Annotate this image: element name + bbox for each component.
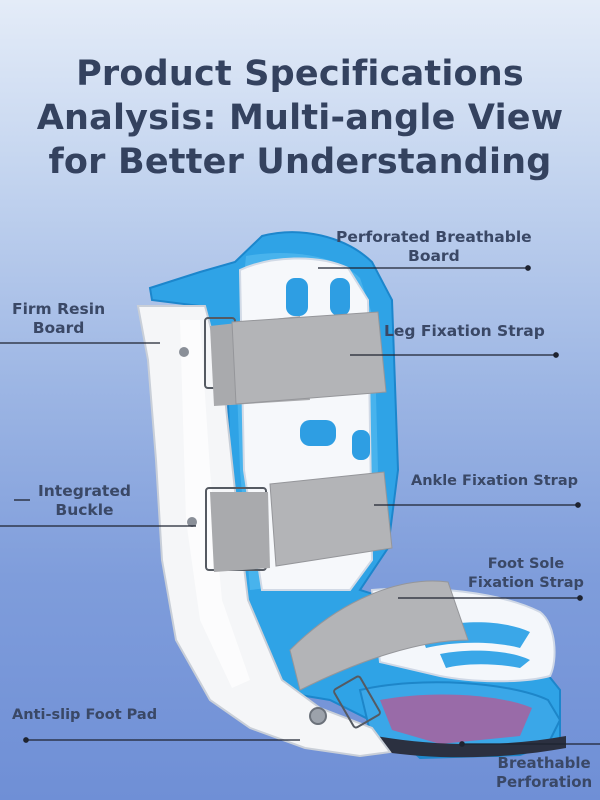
label-foot-sole-fixation-strap: Foot Sole Fixation Strap: [468, 556, 584, 591]
sole-layers: [358, 681, 566, 758]
callout-lines: [0, 265, 600, 747]
leg-strap: [204, 311, 387, 406]
label-integrated-buckle: Integrated Buckle: [38, 482, 131, 519]
label-perforated-breathable-board: Perforated Breathable Board: [336, 228, 532, 265]
resin-shell: [136, 305, 392, 758]
label-anti-slip-foot-pad: Anti-slip Foot Pad: [12, 707, 158, 723]
label-firm-resin-board: Firm Resin Board: [12, 300, 106, 337]
title-line-1: Product Specifications: [76, 54, 524, 94]
title-line-3: for Better Understanding: [48, 142, 552, 182]
title-line-2: Analysis: Multi-angle View: [36, 98, 564, 138]
page-title: Product Specifications Analysis: Multi-a…: [0, 52, 600, 184]
label-ankle-fixation-strap: Ankle Fixation Strap: [411, 473, 578, 489]
label-leg-fixation-strap: Leg Fixation Strap: [384, 322, 545, 340]
ankle-strap: [205, 471, 393, 572]
label-breathable-perforation: Breathable Perforation: [496, 754, 593, 791]
foot-strap: [289, 580, 469, 729]
